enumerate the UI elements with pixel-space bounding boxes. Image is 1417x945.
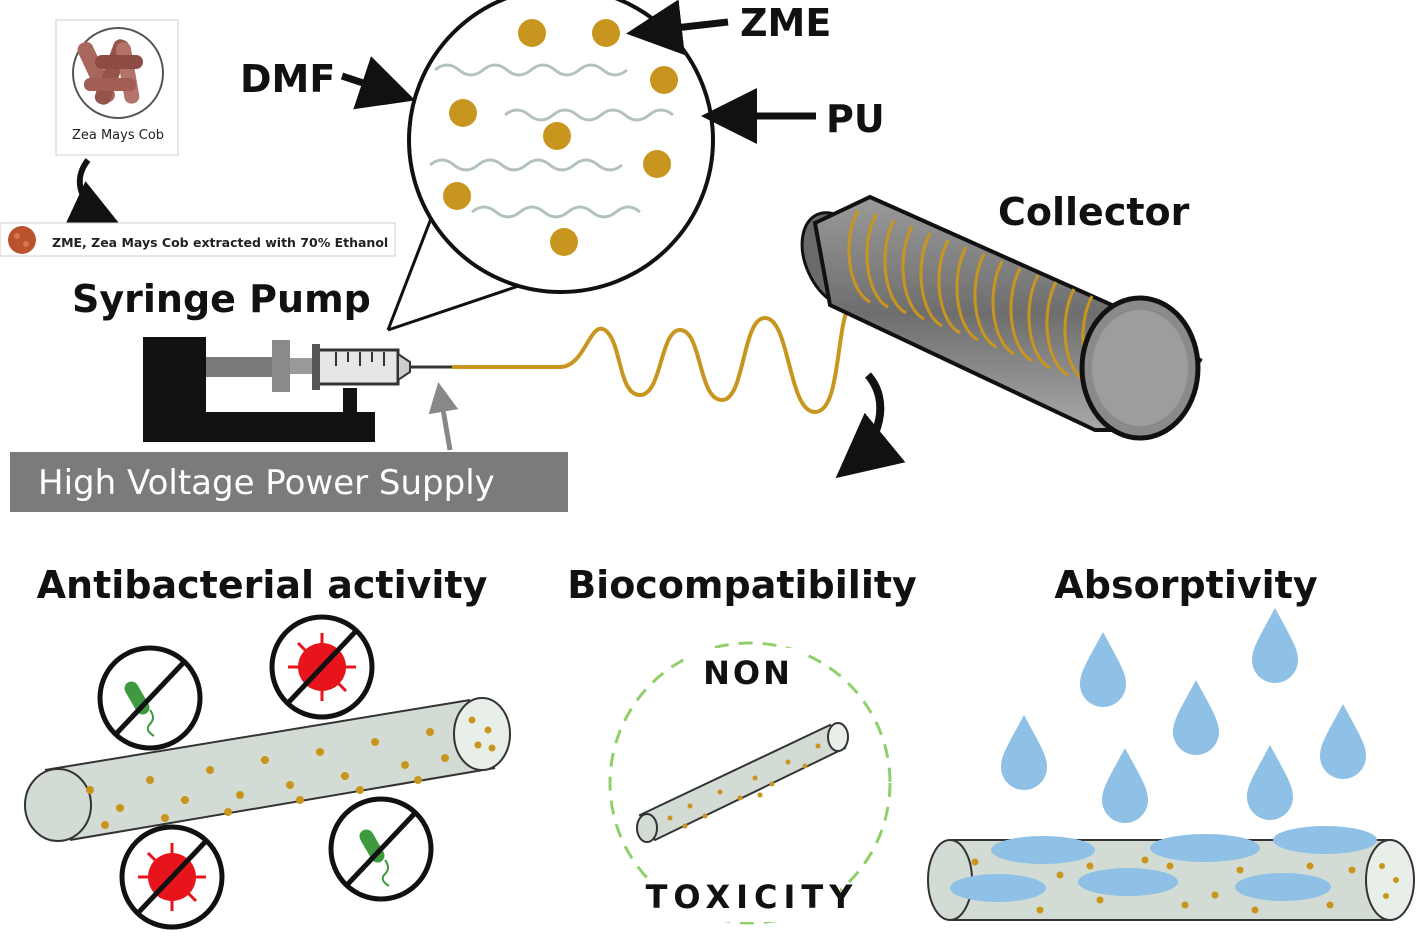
zme-note-bar: ZME, Zea Mays Cob extracted with 70% Eth… — [0, 222, 396, 257]
zme-particle — [543, 122, 571, 150]
pu-chain — [434, 63, 628, 77]
water-drop-icon — [1320, 704, 1366, 779]
nanofiber — [636, 722, 849, 843]
syringe-pump — [143, 337, 452, 442]
pu-chain — [504, 108, 674, 122]
no-germ-icon — [119, 824, 225, 930]
dmf-arrow-icon — [340, 56, 416, 110]
water-puddle — [1078, 868, 1178, 896]
biocompat-panel: NON TOXICITY — [608, 641, 892, 925]
antibacterial-title: Antibacterial activity — [37, 563, 488, 607]
pu-chain — [429, 158, 623, 172]
zme-particle — [643, 150, 671, 178]
zme-particle — [650, 66, 678, 94]
nanofiber — [927, 826, 1415, 921]
nanofiber — [24, 697, 511, 842]
water-drop-icon — [1252, 608, 1298, 683]
zme-arrow-icon — [626, 0, 729, 56]
dmf-label: DMF — [240, 57, 335, 101]
syringe-pump-label: Syringe Pump — [72, 277, 371, 321]
antibacterial-panel — [24, 614, 511, 930]
water-puddle — [991, 836, 1095, 864]
zea-mays-card: Zea Mays Cob — [55, 19, 179, 156]
output-arrow-icon — [835, 372, 906, 479]
corn-cob-icon — [77, 39, 143, 105]
zme-particle — [550, 228, 578, 256]
hvps-label: High Voltage Power Supply — [38, 463, 495, 503]
hv-power-supply: High Voltage Power Supply — [10, 452, 568, 512]
zme-particle — [449, 99, 477, 127]
absorptivity-panel — [927, 608, 1415, 921]
biocompat-title: Biocompatibility — [567, 563, 917, 607]
zea-mays-label: Zea Mays Cob — [72, 128, 164, 143]
zme-particle — [592, 19, 620, 47]
absorptivity-title: Absorptivity — [1054, 563, 1317, 607]
collector-drum — [800, 194, 1203, 441]
syringe-icon — [312, 344, 452, 390]
pu-label: PU — [826, 97, 885, 141]
solution-magnifier — [386, 0, 715, 332]
collector-winding — [847, 209, 1105, 391]
dashed-ring — [608, 641, 892, 925]
pu-chain — [471, 205, 641, 219]
water-drop-icon — [1001, 715, 1047, 790]
curved-arrow-icon — [65, 158, 119, 225]
fiber-jet — [452, 298, 854, 415]
water-puddle — [950, 874, 1046, 902]
no-bacteria-icon — [97, 645, 203, 751]
water-drop-icon — [1080, 632, 1126, 707]
extract-icon — [8, 226, 36, 254]
zme-particle — [443, 182, 471, 210]
no-germ-icon — [269, 614, 375, 720]
water-puddle — [1273, 826, 1377, 854]
no-bacteria-icon — [328, 796, 434, 902]
zme-note-text: ZME, Zea Mays Cob extracted with 70% Eth… — [52, 235, 388, 250]
water-puddle — [1235, 873, 1331, 901]
zme-label: ZME — [740, 1, 831, 45]
toxicity-text: TOXICITY — [646, 878, 859, 916]
collector-label: Collector — [998, 190, 1190, 234]
water-drop-icon — [1247, 745, 1293, 820]
water-drop-icon — [1173, 680, 1219, 755]
zme-particle — [518, 19, 546, 47]
water-puddle — [1150, 834, 1260, 862]
non-text: NON — [703, 654, 793, 692]
voltage-arrow-icon — [428, 382, 459, 451]
water-drop-icon — [1102, 748, 1148, 823]
